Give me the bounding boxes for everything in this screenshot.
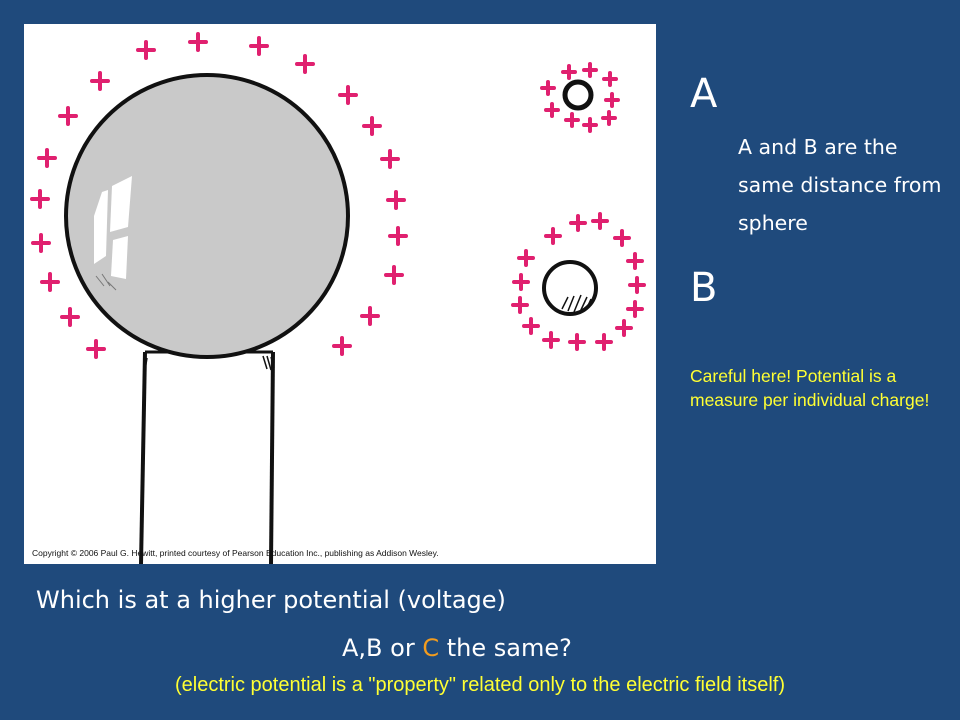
plus-charge-icon bbox=[511, 296, 529, 314]
plus-charge-icon bbox=[582, 62, 598, 78]
point-a-label: A bbox=[690, 71, 718, 117]
plus-charge-icon bbox=[60, 307, 80, 327]
plus-charge-icon bbox=[362, 116, 382, 136]
plus-charge-icon bbox=[542, 331, 560, 349]
plus-charge-icon bbox=[517, 249, 535, 267]
plus-charge-icon bbox=[380, 149, 400, 169]
sphere-illustration: Copyright © 2006 Paul G. Hewitt, printed… bbox=[24, 24, 656, 564]
plus-charge-icon bbox=[40, 272, 60, 292]
stand-hatching bbox=[144, 355, 275, 371]
plus-charge-icon bbox=[626, 252, 644, 270]
reflection-hatching bbox=[95, 273, 117, 291]
plus-charge-icon bbox=[188, 32, 208, 52]
charge-markers bbox=[30, 32, 646, 359]
plus-charge-icon bbox=[512, 273, 530, 291]
point-b-label: B bbox=[690, 265, 718, 311]
plus-charge-icon bbox=[386, 190, 406, 210]
plus-charge-icon bbox=[58, 106, 78, 126]
copyright-notice: Copyright © 2006 Paul G. Hewitt, printed… bbox=[32, 548, 439, 558]
question-line-1: Which is at a higher potential (voltage) bbox=[36, 586, 506, 614]
plus-charge-icon bbox=[613, 229, 631, 247]
plus-charge-icon bbox=[30, 189, 50, 209]
plus-charge-icon bbox=[388, 226, 408, 246]
plus-charge-icon bbox=[628, 276, 646, 294]
plus-charge-icon bbox=[615, 319, 633, 337]
plus-charge-icon bbox=[561, 64, 577, 80]
plus-charge-icon bbox=[249, 36, 269, 56]
warning-note: Careful here! Potential is a measure per… bbox=[690, 366, 930, 410]
plus-charge-icon bbox=[601, 110, 617, 126]
plus-charge-icon bbox=[360, 306, 380, 326]
plus-charge-icon bbox=[295, 54, 315, 74]
stand-left-edge bbox=[139, 351, 147, 564]
plus-charge-icon bbox=[569, 214, 587, 232]
plus-charge-icon bbox=[332, 336, 352, 356]
sphere-b-hatching bbox=[561, 294, 592, 313]
plus-charge-icon bbox=[136, 40, 156, 60]
plus-charge-icon bbox=[591, 212, 609, 230]
stand-right-edge bbox=[269, 351, 275, 564]
sphere-reflection bbox=[94, 176, 132, 279]
small-sphere-b bbox=[542, 260, 598, 316]
caption: (electric potential is a "property" rela… bbox=[174, 674, 786, 696]
plus-charge-icon bbox=[568, 333, 586, 351]
plus-charge-icon bbox=[626, 300, 644, 318]
option-c: C bbox=[422, 634, 440, 662]
plus-charge-icon bbox=[90, 71, 110, 91]
question-options-prefix: A,B or bbox=[342, 634, 423, 662]
plus-charge-icon bbox=[31, 233, 51, 253]
plus-charge-icon bbox=[540, 80, 556, 96]
plus-charge-icon bbox=[582, 117, 598, 133]
plus-charge-icon bbox=[37, 148, 57, 168]
plus-charge-icon bbox=[384, 265, 404, 285]
plus-charge-icon bbox=[544, 102, 560, 118]
question-options-suffix: the same? bbox=[439, 634, 572, 662]
plus-charge-icon bbox=[602, 71, 618, 87]
plus-charge-icon bbox=[595, 333, 613, 351]
plus-charge-icon bbox=[522, 317, 540, 335]
charged-spheres-drawing bbox=[30, 32, 646, 564]
question-line-2: A,B or C the same? bbox=[342, 634, 572, 662]
small-sphere-a bbox=[562, 79, 594, 111]
large-sphere bbox=[64, 73, 350, 359]
plus-charge-icon bbox=[338, 85, 358, 105]
plus-charge-icon bbox=[604, 92, 620, 108]
plus-charge-icon bbox=[86, 339, 106, 359]
plus-charge-icon bbox=[544, 227, 562, 245]
plus-charge-icon bbox=[564, 112, 580, 128]
distance-note: A and B are the same distance from spher… bbox=[738, 135, 942, 235]
